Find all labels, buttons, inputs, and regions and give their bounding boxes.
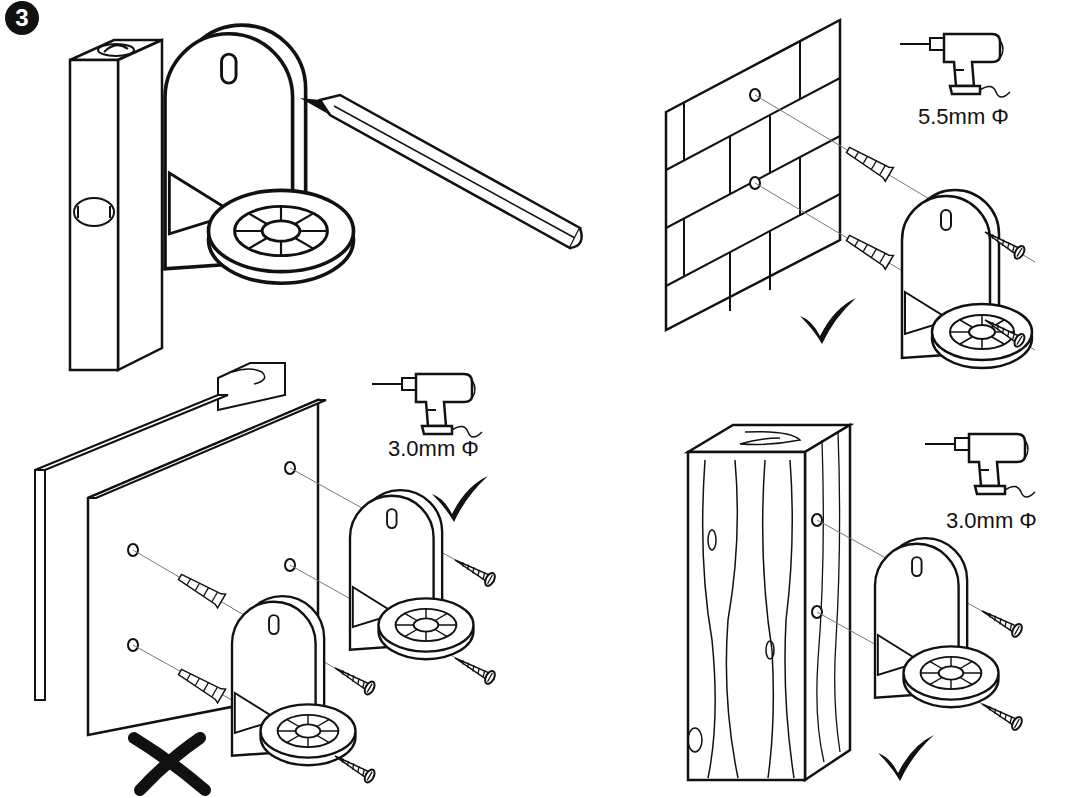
drill-bit-size: 3.0mm Φ: [946, 508, 1037, 534]
step-number: 3: [15, 6, 28, 30]
step-number-badge: 3: [5, 1, 39, 35]
drill-bit-size: 3.0mm Φ: [388, 436, 479, 462]
drill-bit-size: 5.5mm Φ: [918, 104, 1009, 130]
